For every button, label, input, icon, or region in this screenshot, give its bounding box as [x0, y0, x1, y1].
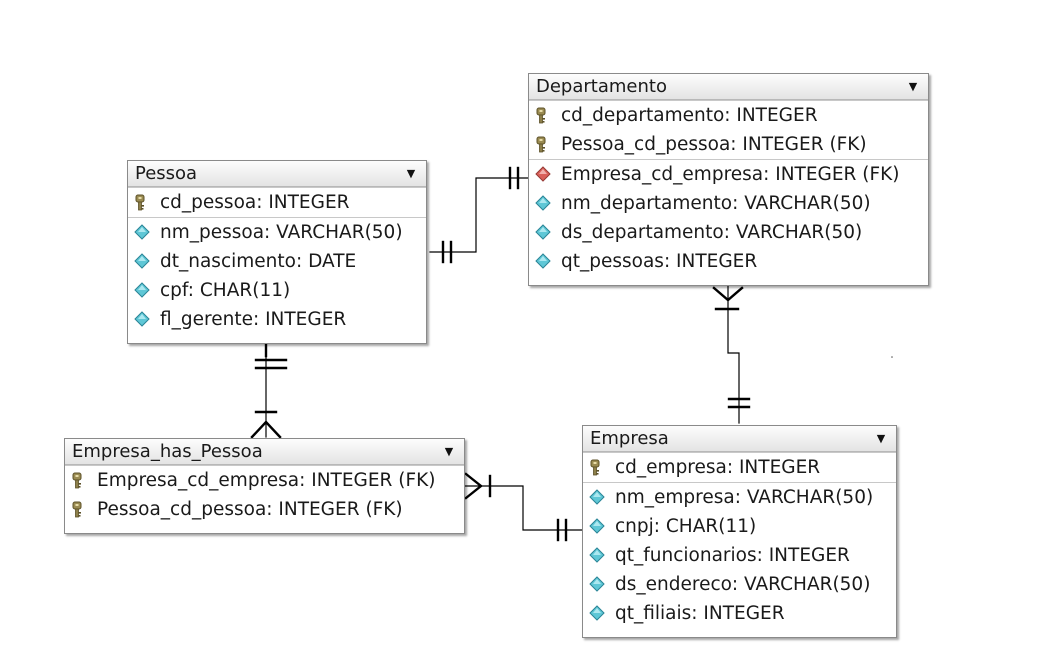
entity-title: Empresa_has_Pessoa — [72, 441, 263, 462]
rel-departamento-empresa[interactable] — [712, 285, 751, 424]
primary-key-section: Empresa_cd_empresa: INTEGER (FK) Pessoa_c… — [65, 465, 464, 524]
diamond-icon — [589, 518, 605, 535]
entity-header[interactable]: Empresa_has_Pessoa ▼ — [65, 439, 464, 465]
field-row[interactable]: cnpj: CHAR(11) — [583, 512, 896, 541]
attribute-section: nm_pessoa: VARCHAR(50) dt_nascimento: DAT… — [128, 217, 426, 334]
field-text: cd_pessoa: INTEGER — [160, 192, 350, 213]
dropdown-arrow-icon[interactable]: ▼ — [406, 167, 416, 180]
entity-header[interactable]: Empresa ▼ — [583, 426, 896, 452]
dropdown-arrow-icon[interactable]: ▼ — [908, 80, 918, 93]
diamond-icon — [535, 195, 551, 212]
field-row[interactable]: cd_empresa: INTEGER — [583, 453, 896, 482]
primary-key-section: cd_empresa: INTEGER — [583, 452, 896, 482]
diamond-icon — [535, 224, 551, 241]
entity-departamento[interactable]: Departamento ▼ cd_departamento: INTEGER P… — [528, 73, 929, 286]
field-text: ds_departamento: VARCHAR(50) — [561, 222, 863, 243]
rel-pessoa-empresa-has-pessoa[interactable] — [250, 341, 288, 439]
field-text: fl_gerente: INTEGER — [160, 309, 347, 330]
diamond-icon — [589, 547, 605, 564]
field-text: Pessoa_cd_pessoa: INTEGER (FK) — [97, 499, 403, 520]
field-text: qt_filiais: INTEGER — [615, 603, 785, 624]
entity-title: Empresa — [590, 428, 669, 449]
field-text: dt_nascimento: DATE — [160, 251, 357, 272]
field-row[interactable]: cd_pessoa: INTEGER — [128, 188, 426, 217]
key-icon — [134, 194, 150, 211]
field-row[interactable]: nm_pessoa: VARCHAR(50) — [128, 218, 426, 247]
entity-pessoa[interactable]: Pessoa ▼ cd_pessoa: INTEGER nm_pessoa: V… — [127, 160, 427, 344]
entity-header[interactable]: Pessoa ▼ — [128, 161, 426, 187]
field-text: Empresa_cd_empresa: INTEGER (FK) — [97, 470, 436, 491]
key-icon — [535, 136, 551, 153]
field-text: Empresa_cd_empresa: INTEGER (FK) — [561, 164, 900, 185]
diamond-icon — [134, 224, 150, 241]
field-row[interactable]: nm_departamento: VARCHAR(50) — [529, 189, 928, 218]
field-text: cnpj: CHAR(11) — [615, 516, 757, 537]
field-text: cpf: CHAR(11) — [160, 280, 291, 301]
attribute-section: Empresa_cd_empresa: INTEGER (FK) nm_depar… — [529, 159, 928, 276]
field-row[interactable]: dt_nascimento: DATE — [128, 247, 426, 276]
attribute-section: nm_empresa: VARCHAR(50) cnpj: CHAR(11) qt_… — [583, 482, 896, 628]
key-icon — [71, 501, 87, 518]
key-icon — [589, 459, 605, 476]
diamond-icon — [589, 605, 605, 622]
rel-empresa-has-pessoa-empresa[interactable] — [464, 472, 583, 542]
field-text: cd_departamento: INTEGER — [561, 105, 818, 126]
field-text: cd_empresa: INTEGER — [615, 457, 821, 478]
entity-header[interactable]: Departamento ▼ — [529, 74, 928, 100]
diamond-icon — [134, 282, 150, 299]
diamond-icon — [589, 576, 605, 593]
field-row[interactable]: Pessoa_cd_pessoa: INTEGER (FK) — [529, 130, 928, 159]
key-icon — [535, 107, 551, 124]
field-row[interactable]: ds_endereco: VARCHAR(50) — [583, 570, 896, 599]
field-row[interactable]: nm_empresa: VARCHAR(50) — [583, 483, 896, 512]
field-row[interactable]: fl_gerente: INTEGER — [128, 305, 426, 334]
primary-key-section: cd_pessoa: INTEGER — [128, 187, 426, 217]
field-row[interactable]: qt_pessoas: INTEGER — [529, 247, 928, 276]
entity-title: Pessoa — [135, 163, 198, 184]
field-row[interactable]: Empresa_cd_empresa: INTEGER (FK) — [529, 160, 928, 189]
field-row[interactable]: qt_filiais: INTEGER — [583, 599, 896, 628]
dropdown-arrow-icon[interactable]: ▼ — [444, 445, 454, 458]
field-row[interactable]: ds_departamento: VARCHAR(50) — [529, 218, 928, 247]
field-text: ds_endereco: VARCHAR(50) — [615, 574, 871, 595]
dropdown-arrow-icon[interactable]: ▼ — [876, 432, 886, 445]
fk-diamond-icon — [535, 166, 551, 183]
field-row[interactable]: Pessoa_cd_pessoa: INTEGER (FK) — [65, 495, 464, 524]
primary-key-section: cd_departamento: INTEGER Pessoa_cd_pessoa… — [529, 100, 928, 159]
entity-empresa-has-pessoa[interactable]: Empresa_has_Pessoa ▼ Empresa_cd_empresa:… — [64, 438, 465, 534]
entity-empresa[interactable]: Empresa ▼ cd_empresa: INTEGER nm_empresa… — [582, 425, 897, 638]
key-icon — [71, 472, 87, 489]
field-row[interactable]: qt_funcionarios: INTEGER — [583, 541, 896, 570]
field-row[interactable]: cd_departamento: INTEGER — [529, 101, 928, 130]
diamond-icon — [134, 253, 150, 270]
rel-pessoa-departamento[interactable] — [429, 166, 529, 264]
field-text: Pessoa_cd_pessoa: INTEGER (FK) — [561, 134, 867, 155]
field-text: nm_pessoa: VARCHAR(50) — [160, 222, 403, 243]
field-text: nm_empresa: VARCHAR(50) — [615, 487, 874, 508]
entity-title: Departamento — [536, 76, 667, 97]
field-text: nm_departamento: VARCHAR(50) — [561, 193, 871, 214]
diamond-icon — [535, 253, 551, 270]
diamond-icon — [589, 489, 605, 506]
diamond-icon — [134, 311, 150, 328]
field-row[interactable]: Empresa_cd_empresa: INTEGER (FK) — [65, 466, 464, 495]
field-text: qt_funcionarios: INTEGER — [615, 545, 850, 566]
field-row[interactable]: cpf: CHAR(11) — [128, 276, 426, 305]
field-text: qt_pessoas: INTEGER — [561, 251, 758, 272]
